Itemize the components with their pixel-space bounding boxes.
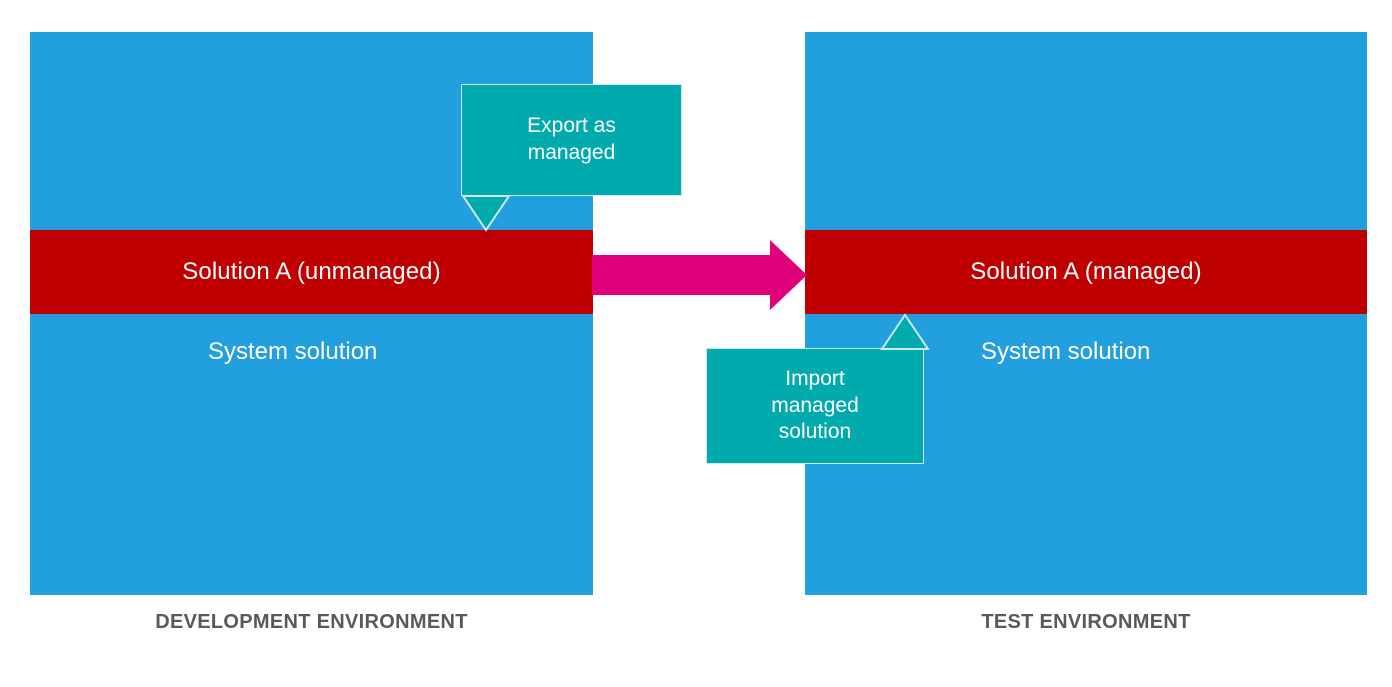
callout-export-tail-down-icon bbox=[461, 195, 511, 232]
environment-caption-test: TEST ENVIRONMENT bbox=[981, 611, 1191, 633]
callout-export-box: Export as managed bbox=[461, 84, 682, 196]
environment-caption-development: DEVELOPMENT ENVIRONMENT bbox=[155, 611, 468, 633]
environment-panel-test: Solution A (managed) System solution bbox=[805, 32, 1367, 595]
system-solution-label-test: System solution bbox=[981, 338, 1151, 365]
callout-import-box: Import managed solution bbox=[706, 348, 924, 464]
solution-bar-development: Solution A (unmanaged) bbox=[30, 230, 593, 314]
transfer-arrow-icon bbox=[592, 240, 807, 310]
callout-export-label: Export as managed bbox=[527, 114, 616, 164]
callout-import-tail-up-icon bbox=[880, 313, 930, 350]
solution-label-development: Solution A (unmanaged) bbox=[182, 258, 441, 285]
callout-import-label: Import managed solution bbox=[771, 366, 859, 444]
callout-import-managed-solution: Import managed solution bbox=[706, 313, 930, 464]
solution-bar-test: Solution A (managed) bbox=[805, 230, 1367, 314]
solution-label-test: Solution A (managed) bbox=[970, 258, 1202, 285]
system-solution-label-development: System solution bbox=[208, 338, 378, 365]
callout-export-as-managed: Export as managed bbox=[461, 84, 682, 232]
